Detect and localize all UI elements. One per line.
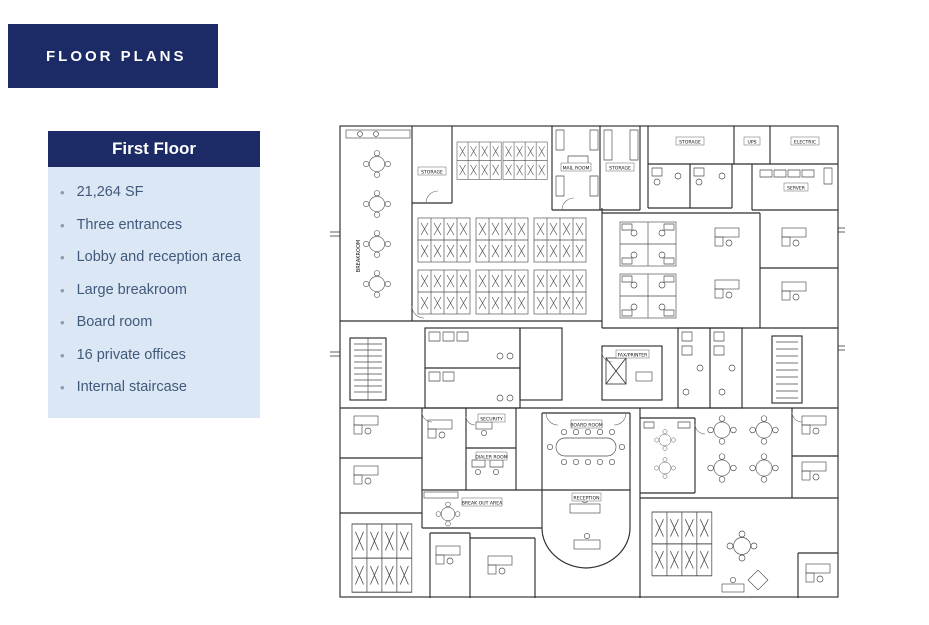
bullet-icon: • xyxy=(60,185,65,200)
room-label-electric: ELECTRIC xyxy=(794,139,816,145)
floorplan-svg: BREAKROOM STORAGE MAIL ROOM STORAGE STOR… xyxy=(330,125,845,598)
room-label-storage-c: STORAGE xyxy=(679,139,701,145)
feature-item: • 21,264 SF xyxy=(60,183,252,203)
floor-plans-banner: FLOOR PLANS xyxy=(8,24,218,88)
furniture xyxy=(345,129,833,593)
bullet-icon: • xyxy=(60,250,65,266)
room-label-mail-room: MAIL ROOM xyxy=(563,165,590,171)
first-floor-plan-drawing: BREAKROOM STORAGE MAIL ROOM STORAGE STOR… xyxy=(330,116,845,605)
first-floor-panel-title: First Floor xyxy=(48,131,260,167)
room-label-break-out-area: BREAK OUT AREA xyxy=(462,500,503,506)
feature-text: Internal staircase xyxy=(76,379,187,396)
floor-plans-banner-title: FLOOR PLANS xyxy=(46,47,187,65)
room-label-dialer-room: DIALER ROOM xyxy=(475,454,508,460)
first-floor-feature-list: • 21,264 SF • Three entrances • Lobby and r… xyxy=(60,183,252,398)
door-arcs xyxy=(411,190,803,435)
room-label-server: SERVER xyxy=(787,185,806,191)
feature-item: • Lobby and reception area xyxy=(60,248,252,268)
room-label-storage-b: STORAGE xyxy=(609,165,631,171)
feature-text: 21,264 SF xyxy=(76,184,144,200)
bullet-icon: • xyxy=(60,315,65,331)
first-floor-panel-body: • 21,264 SF • Three entrances • Lobby and r… xyxy=(48,167,260,418)
bullet-icon: • xyxy=(60,380,65,396)
feature-item: • Large breakroom xyxy=(60,281,252,301)
room-label-board-room: BOARD ROOM xyxy=(570,422,602,428)
feature-text: Lobby and reception area xyxy=(76,249,242,266)
feature-item: • Board room xyxy=(60,313,252,333)
room-label-storage-a: STORAGE xyxy=(421,169,443,175)
room-labels: BREAKROOM STORAGE MAIL ROOM STORAGE STOR… xyxy=(356,136,820,506)
room-label-breakroom: BREAKROOM xyxy=(356,240,362,272)
interior-walls xyxy=(340,126,838,598)
first-floor-panel: First Floor • 21,264 SF • Three entrances … xyxy=(48,131,260,418)
bullet-icon: • xyxy=(60,282,65,298)
feature-text: Large breakroom xyxy=(76,281,187,298)
feature-item: • Three entrances xyxy=(60,216,252,236)
feature-item: • 16 private offices xyxy=(60,346,252,366)
room-label-fax-printer: FAX/PRINTER xyxy=(618,352,649,358)
feature-text: 16 private offices xyxy=(76,346,186,363)
feature-item: • Internal staircase xyxy=(60,378,252,398)
room-label-security: SECURITY xyxy=(480,416,503,422)
room-label-reception: RECEPTION xyxy=(573,495,599,501)
feature-text: Three entrances xyxy=(76,216,183,233)
building-outline xyxy=(330,125,845,598)
feature-text: Board room xyxy=(76,314,153,331)
bullet-icon: • xyxy=(60,347,65,363)
room-label-ups: UPS xyxy=(747,139,756,145)
bullet-icon: • xyxy=(60,217,65,233)
